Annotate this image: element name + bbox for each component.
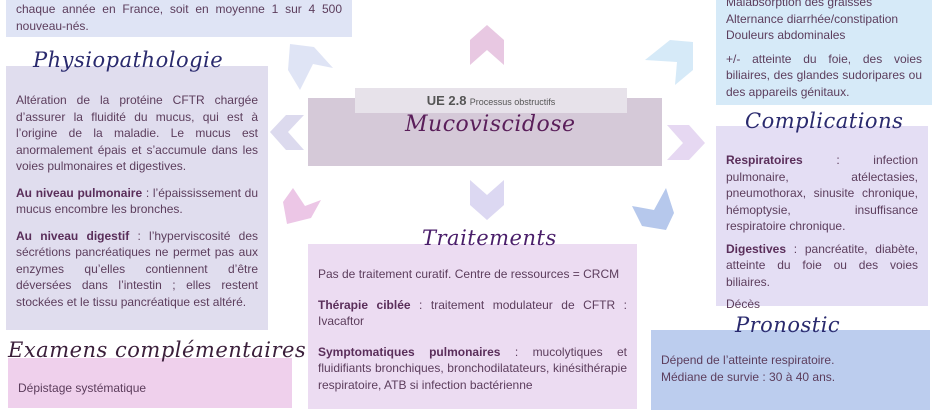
traitements-symptomatic: Symptomatiques pulmonaires : mucolytique…: [318, 344, 627, 394]
center-title: Mucoviscidose: [405, 112, 576, 137]
text: : infection pulmonaire, atélectasies, pn…: [726, 153, 918, 233]
physio-title: Physiopathologie: [33, 48, 224, 72]
label: Au niveau digestif: [16, 228, 130, 243]
complications-dig: Digestives : pancréatite, diabète, attei…: [726, 241, 918, 291]
label: Digestives: [726, 241, 787, 256]
traitements-title: Traitements: [422, 226, 557, 250]
label: Respiratoires: [726, 153, 803, 167]
chevron-right-icon: [667, 125, 705, 160]
chevron-up-icon: [470, 25, 504, 65]
text: : l’hyperviscosité des sécrétions pancré…: [16, 228, 258, 309]
complications-resp: Respiratoires : infection pulmonaire, at…: [726, 152, 918, 235]
label: Thérapie ciblée: [318, 297, 411, 312]
chevron-up-left-icon: [288, 44, 333, 90]
label: Symptomatiques pulmonaires: [318, 344, 501, 359]
examens-title: Examens complémentaires: [8, 338, 307, 362]
text: : pancréatite, diabète, atteinte du foie…: [726, 241, 918, 289]
physio-text: Altération de la protéine CFTR chargée d…: [16, 93, 258, 173]
examens-box: Dépistage systématique: [8, 358, 292, 408]
traitements-targeted: Thérapie ciblée : traitement modulateur …: [318, 297, 627, 330]
chevron-left-icon: [270, 115, 304, 150]
epidemiology-line: nouveau-nés.: [16, 18, 89, 33]
ue-code: UE 2.8: [426, 93, 467, 108]
signs-line: Douleurs abdominales: [726, 28, 846, 42]
complications-box: Respiratoires : infection pulmonaire, at…: [716, 126, 928, 311]
traitements-box: Pas de traitement curatif. Centre de res…: [308, 244, 637, 409]
examens-line: Dépistage systématique: [18, 381, 147, 395]
chevron-down-left-icon: [283, 188, 321, 224]
signs-box: Malabsorption des graisses Alternance di…: [716, 0, 932, 105]
complications-title: Complications: [745, 109, 904, 133]
signs-line: Alternance diarrhée/constipation: [726, 11, 899, 26]
chevron-down-icon: [470, 180, 504, 220]
traitements-text: Pas de traitement curatif. Centre de res…: [318, 267, 620, 281]
chevron-down-right-icon: [632, 188, 674, 230]
epidemiology-box: chaque année en France, soit en moyenne …: [6, 0, 352, 37]
text: : l’épaississement du mucus encombre les…: [16, 185, 258, 217]
signs-line: Malabsorption des graisses: [726, 0, 873, 9]
epidemiology-line: chaque année en France, soit en moyenne …: [16, 2, 342, 16]
signs-text: +/- atteinte du foie, des voies biliaire…: [726, 51, 922, 99]
text: : traitement modulateur de CFTR : Ivacaf…: [318, 297, 627, 329]
complications-deces: Décès: [726, 297, 761, 311]
physio-digestive: Au niveau digestif : l’hyperviscosité de…: [16, 228, 258, 311]
physio-pulmonary: Au niveau pulmonaire : l’épaississement …: [16, 185, 258, 218]
chevron-up-right-icon: [645, 40, 693, 85]
text: : mucolytiques et fluidifiants bronchiqu…: [318, 344, 627, 392]
pronostic-line: Dépend de l’atteinte respiratoire.: [661, 353, 835, 367]
pronostic-line: Médiane de survie : 30 à 40 ans.: [661, 369, 836, 384]
label: Au niveau pulmonaire: [16, 185, 143, 200]
physio-box: Altération de la protéine CFTR chargée d…: [6, 66, 268, 330]
pronostic-box: Dépend de l’atteinte respiratoire. Média…: [651, 330, 930, 410]
ue-banner: UE 2.8 Processus obstructifs: [355, 88, 627, 113]
pronostic-title: Pronostic: [735, 313, 841, 337]
ue-subtitle: Processus obstructifs: [469, 97, 556, 107]
